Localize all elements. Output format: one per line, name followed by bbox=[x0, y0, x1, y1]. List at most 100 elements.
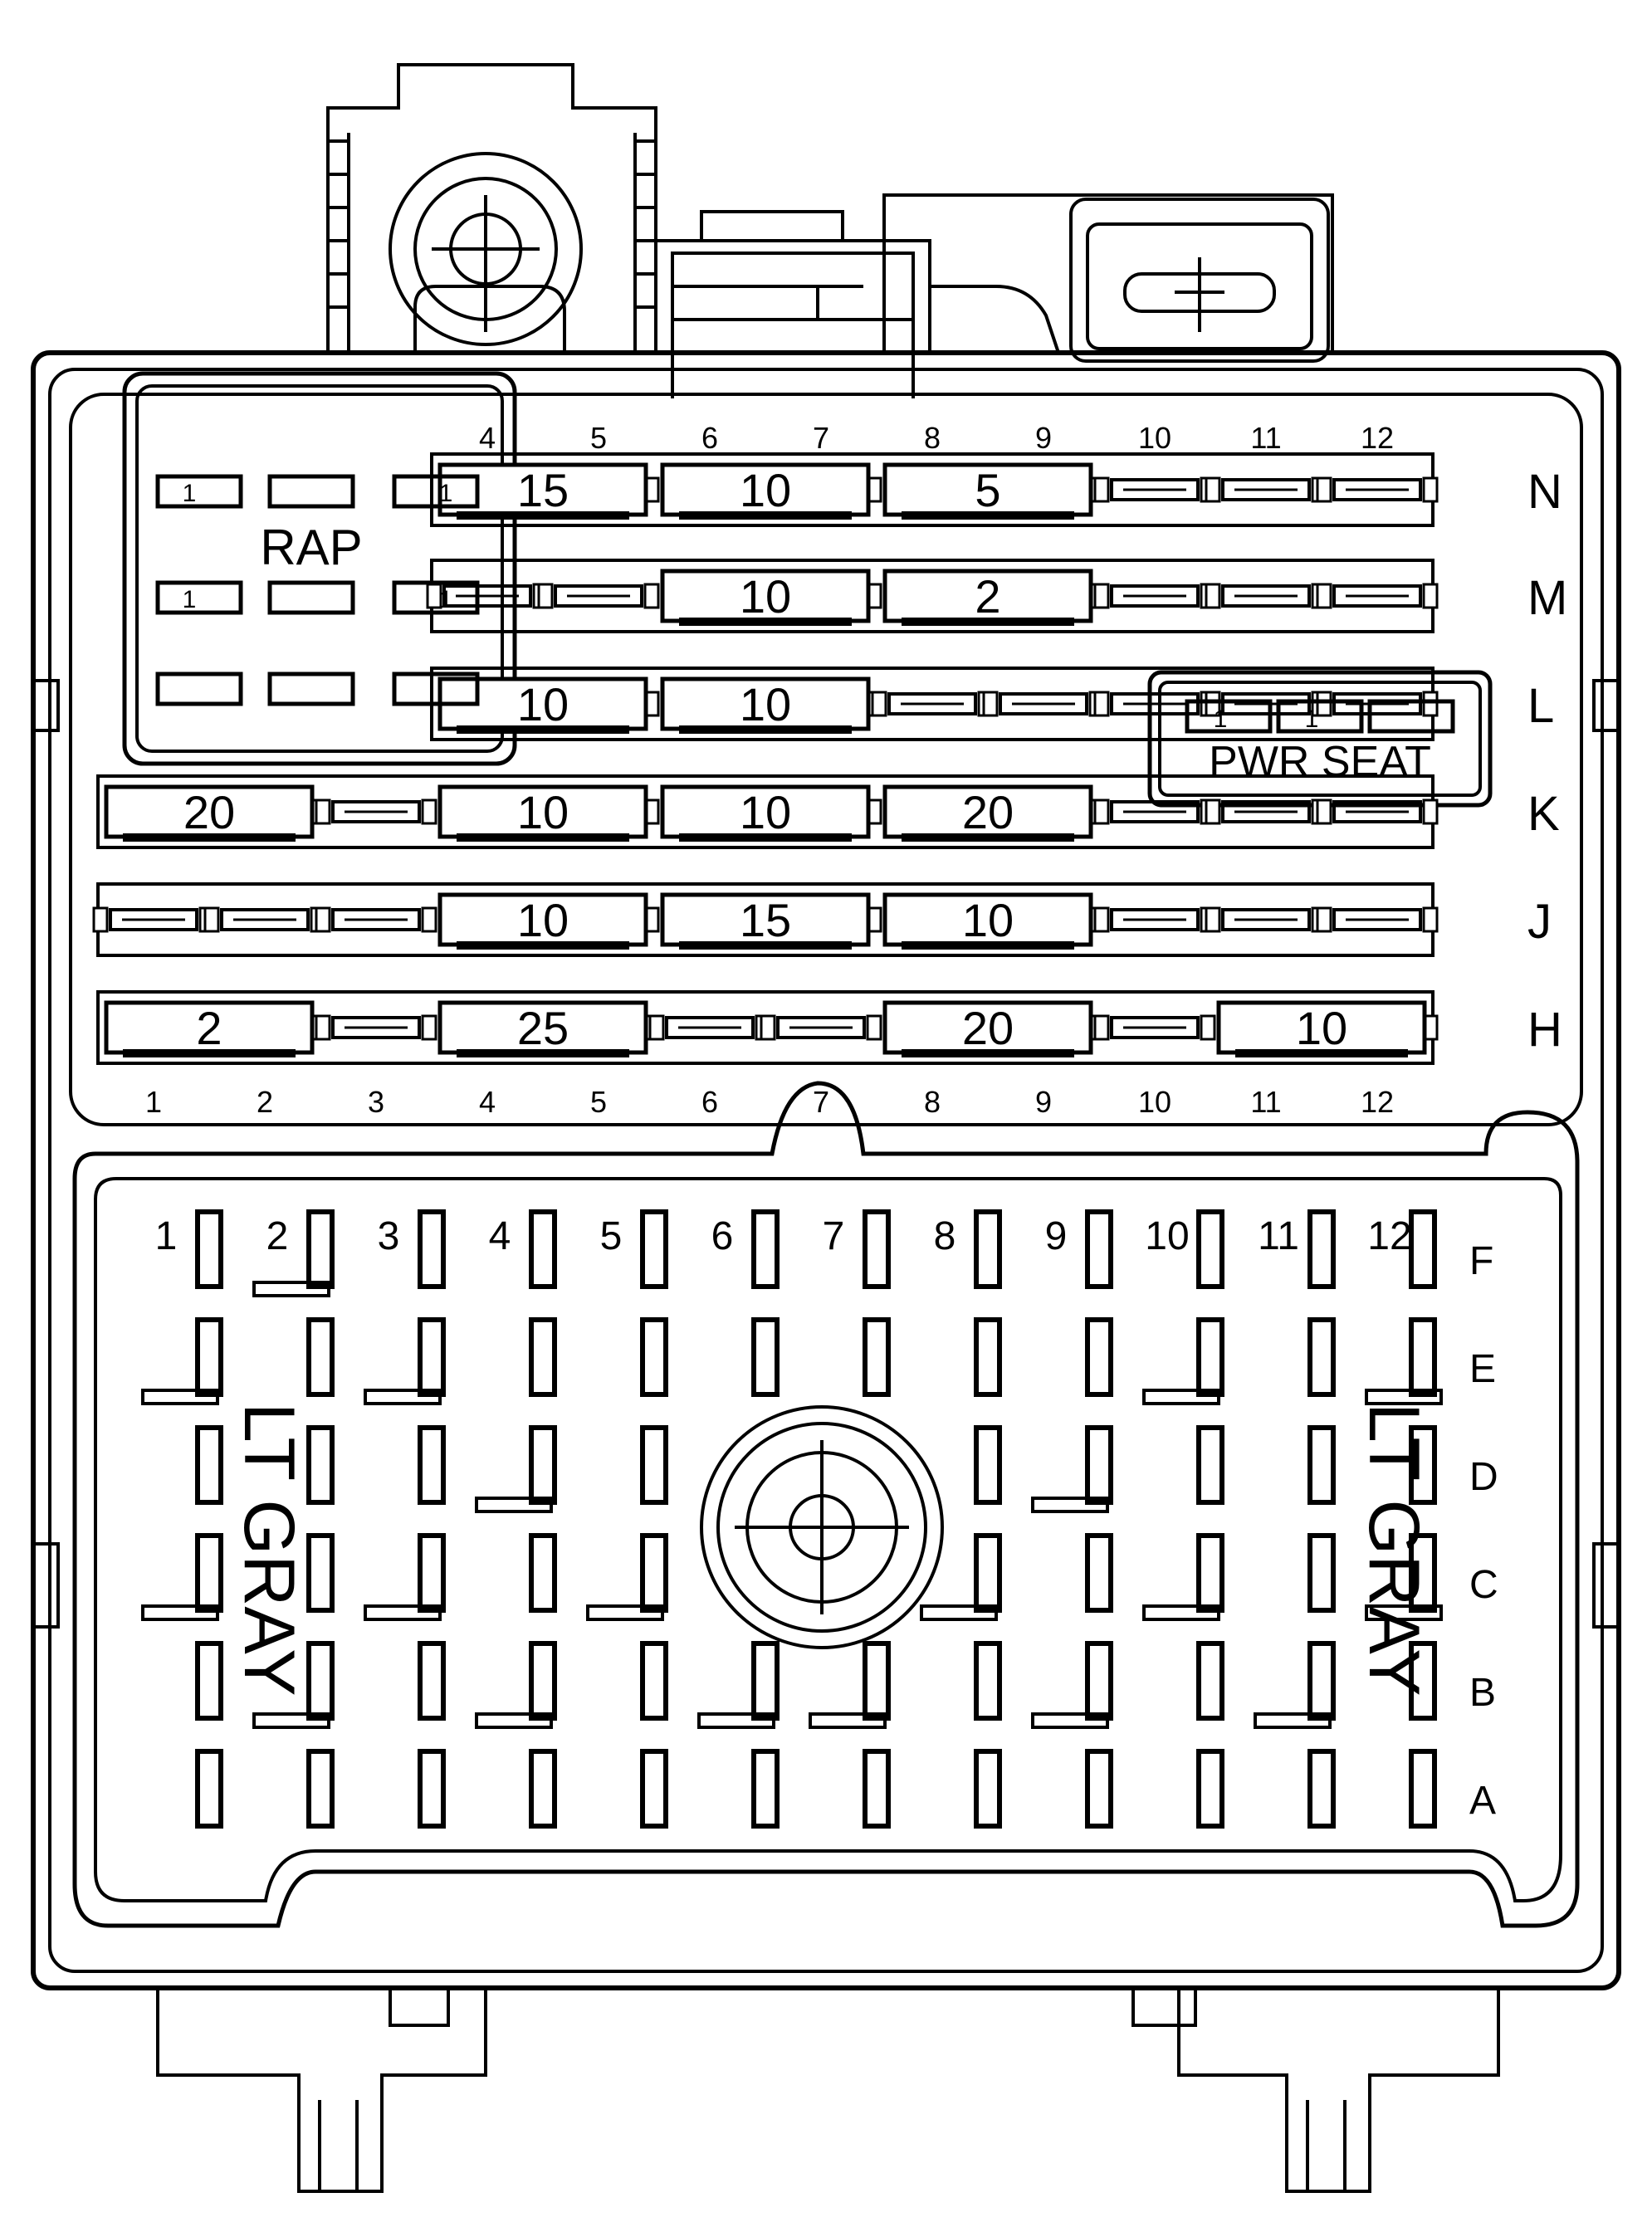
fuse-rating: 15 bbox=[517, 464, 569, 516]
fuse-body bbox=[437, 462, 648, 517]
fuse-m-8[interactable]: 2 bbox=[882, 569, 1093, 626]
connector-column-number: 1 bbox=[155, 1214, 178, 1258]
connector-pin bbox=[1196, 1425, 1224, 1505]
top-right-connector-inner bbox=[1086, 222, 1313, 350]
fuse-body bbox=[437, 784, 648, 839]
tab-lines bbox=[672, 285, 913, 321]
fuse-m-6[interactable]: 10 bbox=[660, 569, 871, 626]
connector-pin bbox=[306, 1209, 335, 1289]
connector-pin bbox=[640, 1749, 668, 1829]
connector-inner-outline bbox=[94, 1177, 1562, 1902]
side-tabs-upper bbox=[33, 679, 1619, 732]
pin-lock-tab bbox=[920, 1604, 998, 1621]
fuse-body bbox=[660, 462, 871, 517]
fuse-row-h: 2 25 20 10 H bbox=[96, 990, 1562, 1065]
connector-pin bbox=[418, 1641, 446, 1721]
empty-fuse-slot bbox=[1316, 476, 1439, 503]
fuse-h-1[interactable]: 2 bbox=[104, 1000, 315, 1057]
fuse-n-8[interactable]: 5 bbox=[882, 462, 1093, 520]
fuse-body bbox=[437, 892, 648, 947]
fuse-h-11[interactable]: 10 bbox=[1216, 1000, 1427, 1057]
fuse-body bbox=[660, 676, 871, 731]
top-left-bracket bbox=[326, 63, 657, 353]
fuse-j-6[interactable]: 15 bbox=[660, 892, 871, 950]
connector-pin bbox=[529, 1533, 557, 1613]
fuse-h-4[interactable]: 25 bbox=[437, 1000, 648, 1057]
top-column-number: 10 bbox=[1138, 421, 1171, 455]
fuse-rating: 10 bbox=[1296, 1002, 1347, 1054]
connector-pin bbox=[418, 1749, 446, 1829]
top-column-number: 6 bbox=[701, 421, 718, 455]
connector-pin bbox=[306, 1425, 335, 1505]
fuse-n-6[interactable]: 10 bbox=[660, 462, 871, 520]
rap-terminal: 1 bbox=[155, 474, 243, 509]
connector-pin bbox=[306, 1317, 335, 1397]
fuse-shadow bbox=[123, 833, 296, 842]
connector-pin bbox=[529, 1749, 557, 1829]
foot-clips bbox=[389, 1988, 1197, 2027]
connector-column-number: 10 bbox=[1145, 1214, 1189, 1258]
fuse-h-8[interactable]: 20 bbox=[882, 1000, 1093, 1057]
fuse-rating: 10 bbox=[517, 678, 569, 730]
fuse-k-8[interactable]: 20 bbox=[882, 784, 1093, 842]
connector-pin bbox=[1307, 1641, 1336, 1721]
top-column-number: 11 bbox=[1250, 421, 1281, 455]
connector-column-number: 12 bbox=[1367, 1214, 1411, 1258]
rap-terminal bbox=[267, 474, 355, 509]
connector-pin bbox=[1196, 1749, 1224, 1829]
pin-lock-tab bbox=[697, 1712, 775, 1729]
row-label-h: H bbox=[1527, 1003, 1562, 1057]
fuse-shadow bbox=[679, 833, 852, 842]
connector-pin bbox=[1085, 1533, 1113, 1613]
fuse-l-6[interactable]: 10 bbox=[660, 676, 871, 734]
bracket-ticks bbox=[328, 139, 656, 309]
connector-pin bbox=[1409, 1317, 1437, 1397]
connector-pin bbox=[640, 1641, 668, 1721]
pin-lock-tab bbox=[1031, 1497, 1109, 1513]
bottom-column-number: 9 bbox=[1035, 1085, 1052, 1119]
connector-pin bbox=[1307, 1749, 1336, 1829]
fuse-k-1[interactable]: 20 bbox=[104, 784, 315, 842]
fuse-rating: 2 bbox=[975, 570, 1000, 623]
fuse-rating: 20 bbox=[183, 786, 235, 838]
fuse-j-8[interactable]: 10 bbox=[882, 892, 1093, 950]
connector-color-label-right: LT GRAY bbox=[1354, 1403, 1434, 1697]
fuse-body bbox=[437, 1000, 648, 1055]
rap-terminal bbox=[392, 671, 480, 706]
pin-lock-tab bbox=[1142, 1604, 1220, 1621]
connector-pin bbox=[1085, 1425, 1113, 1505]
fuse-block-rim bbox=[48, 368, 1604, 1973]
rap-housing-inner bbox=[135, 384, 504, 753]
fuse-shadow bbox=[902, 941, 1074, 950]
connector-bolt-ring bbox=[716, 1422, 927, 1633]
fuse-rating: 10 bbox=[740, 678, 791, 730]
top-center-tab-inner bbox=[671, 252, 915, 398]
empty-fuse-slot bbox=[1205, 906, 1327, 933]
empty-fuse-slot bbox=[315, 798, 437, 825]
bracket-ribs bbox=[347, 133, 637, 353]
connector-pin bbox=[974, 1425, 1002, 1505]
connector-pin bbox=[974, 1317, 1002, 1397]
connector-row-label: D bbox=[1469, 1455, 1498, 1499]
top-column-number: 12 bbox=[1361, 421, 1394, 455]
fuse-rating: 10 bbox=[517, 894, 569, 946]
fuse-rating: 2 bbox=[196, 1002, 222, 1054]
connector-pin bbox=[974, 1533, 1002, 1613]
fuse-k-4[interactable]: 10 bbox=[437, 784, 648, 842]
fuse-shadow bbox=[679, 725, 852, 734]
rap-housing bbox=[122, 371, 517, 766]
fuse-n-4[interactable]: 15 bbox=[437, 462, 648, 520]
connector-pin bbox=[640, 1209, 668, 1289]
connector-pin bbox=[1409, 1749, 1437, 1829]
fuse-shadow bbox=[902, 618, 1074, 626]
rap-terminal: 1 bbox=[392, 580, 480, 615]
fuse-shadow bbox=[457, 511, 629, 520]
connector-pin bbox=[1085, 1209, 1113, 1289]
fuse-k-6[interactable]: 10 bbox=[660, 784, 871, 842]
pin-lock-tab bbox=[586, 1604, 664, 1621]
fuse-j-4[interactable]: 10 bbox=[437, 892, 648, 950]
fuse-shadow bbox=[679, 941, 852, 950]
